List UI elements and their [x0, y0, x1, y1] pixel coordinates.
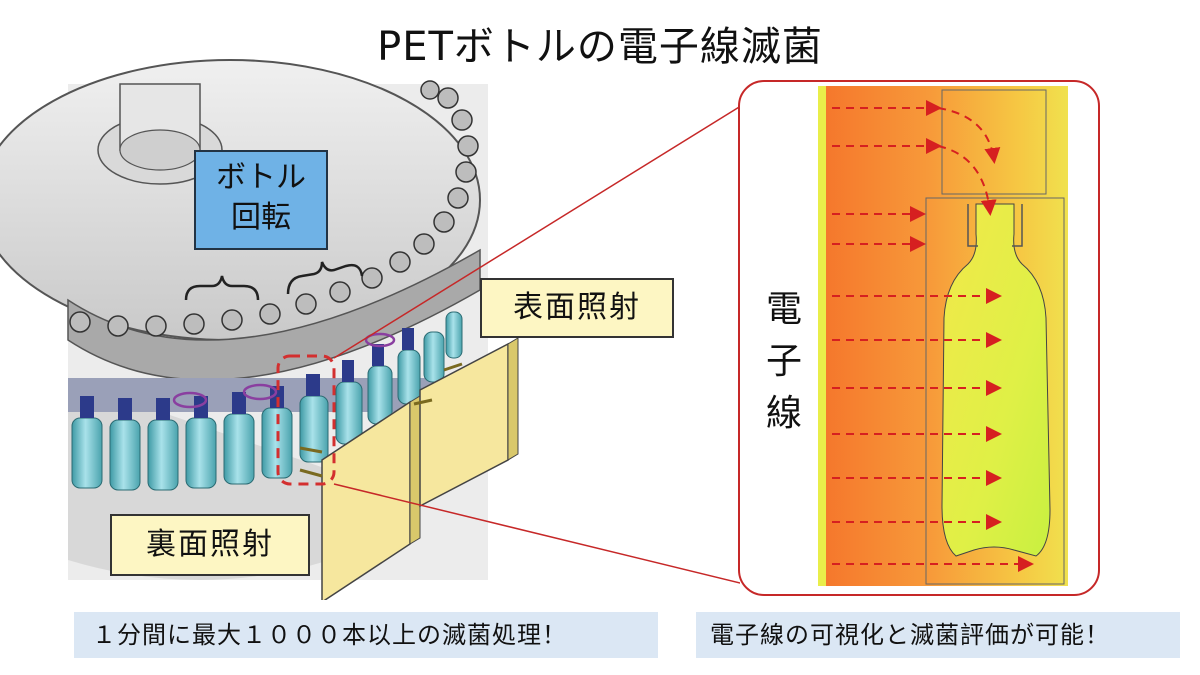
page-title: PETボトルの電子線滅菌: [377, 24, 823, 70]
rotation-label: ボトル 回転: [194, 150, 328, 250]
rotation-label-line-2: 回転: [231, 200, 291, 235]
electron-beam-simulation: [818, 86, 1068, 586]
right-caption: 電子線の可視化と滅菌評価が可能！: [696, 612, 1180, 658]
back-irradiation-label: 裏面照射: [110, 514, 310, 576]
electron-beam-label-char-1: 電: [765, 289, 802, 330]
electron-beam-label: 電 子 線: [762, 284, 806, 440]
surface-irradiation-label: 表面照射: [480, 278, 674, 338]
sterilizer-machine-illustration: [0, 59, 740, 600]
electron-beam-label-char-2: 子: [765, 341, 802, 382]
left-caption: １分間に最大１０００本以上の滅菌処理！: [74, 612, 658, 658]
rotation-label-line-1: ボトル: [216, 160, 306, 195]
electron-beam-label-char-3: 線: [765, 393, 802, 434]
